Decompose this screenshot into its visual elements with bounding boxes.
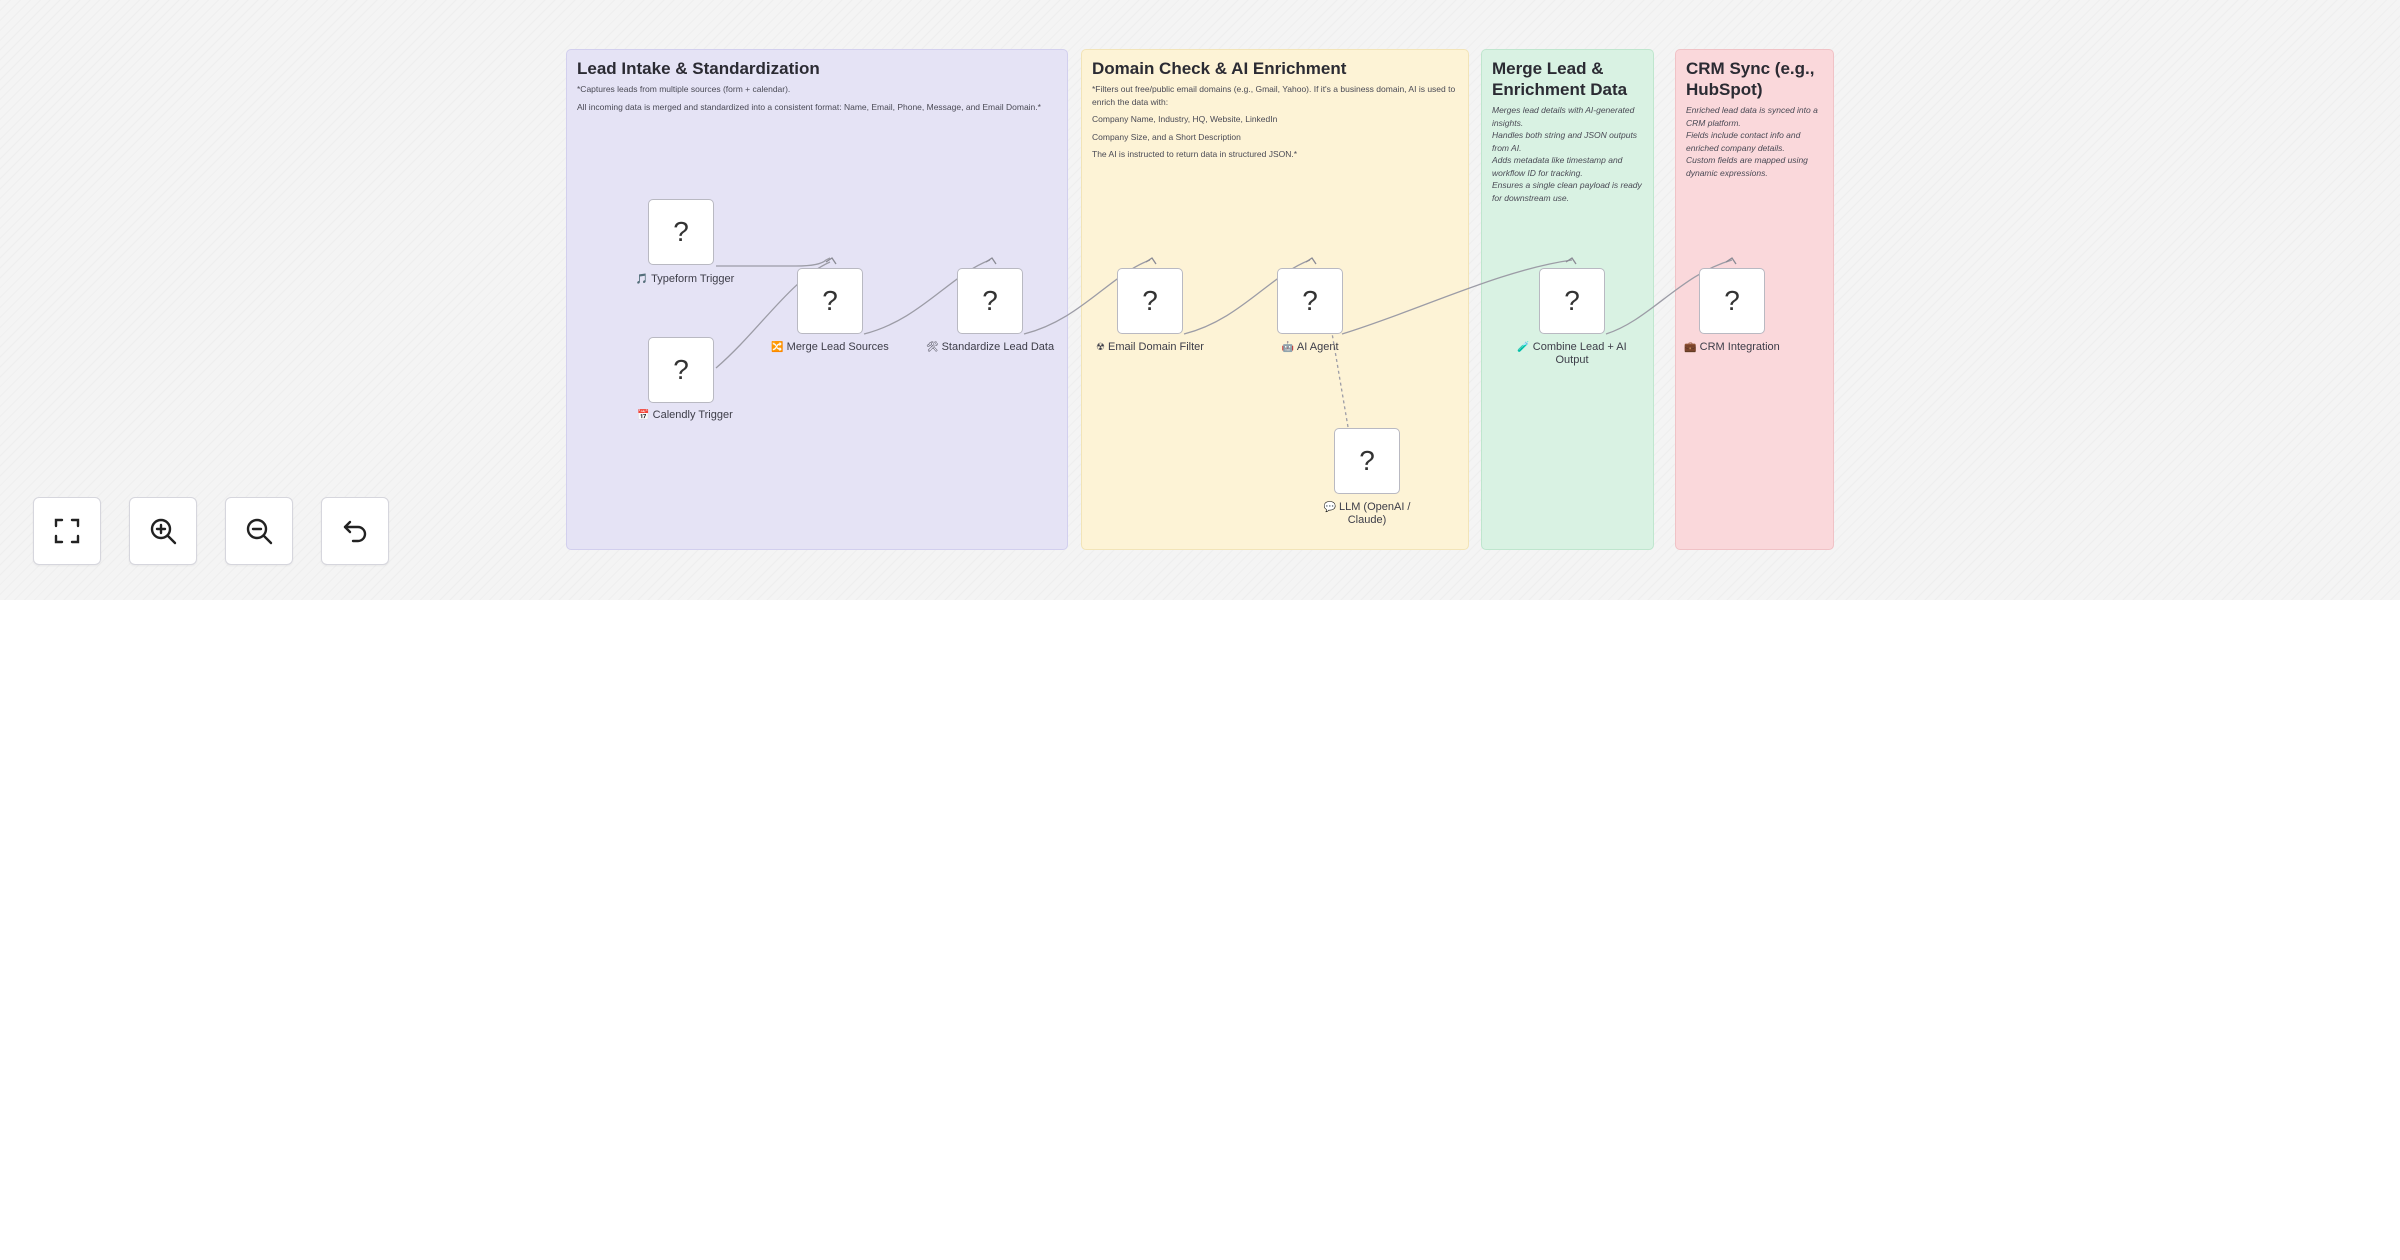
- zoom-in-button[interactable]: [129, 497, 197, 565]
- fit-view-button[interactable]: [33, 497, 101, 565]
- reset-zoom-button[interactable]: [321, 497, 389, 565]
- tools-icon: 🛠: [925, 342, 939, 353]
- sticky-note-line: *Filters out free/public email domains (…: [1092, 84, 1456, 107]
- node-label-email-filter: ☢Email Domain Filter: [1080, 341, 1220, 354]
- zoom-in-icon: [150, 518, 177, 545]
- fullscreen-icon: [54, 518, 80, 544]
- robot-icon: 🤖: [1281, 342, 1294, 353]
- sticky-note-line: *Captures leads from multiple sources (f…: [577, 84, 791, 94]
- node-combine-lead-ai-output[interactable]: ?: [1539, 268, 1605, 334]
- filter-icon: ☢: [1096, 342, 1105, 353]
- sticky-note-line: The AI is instructed to return data in s…: [1092, 149, 1298, 159]
- node-ai-agent[interactable]: ?: [1277, 268, 1343, 334]
- sticky-note-line: Enriched lead data is synced into a CRM …: [1686, 105, 1818, 128]
- test-tube-icon: 🧪: [1517, 342, 1530, 353]
- sticky-note-line: All incoming data is merged and standard…: [577, 101, 1041, 112]
- node-calendly-trigger[interactable]: ?: [648, 337, 714, 403]
- sticky-note-line: Custom fields are mapped using dynamic e…: [1686, 155, 1808, 178]
- sticky-note-line: Adds metadata like timestamp and workflo…: [1492, 155, 1623, 178]
- node-label-llm: 💬LLM (OpenAI / Claude): [1312, 501, 1422, 527]
- sticky-note-body: Enriched lead data is synced into a CRM …: [1686, 104, 1823, 179]
- node-llm[interactable]: ?: [1334, 428, 1400, 494]
- node-label-text: Calendly Trigger: [652, 409, 733, 421]
- node-label-text: Combine Lead + AI Output: [1532, 341, 1627, 366]
- node-label-ai-agent: 🤖AI Agent: [1265, 341, 1355, 354]
- node-label-text: Standardize Lead Data: [941, 341, 1055, 353]
- sticky-note-line: Handles both string and JSON outputs fro…: [1492, 130, 1638, 153]
- sticky-note-line: Company Name, Industry, HQ, Website, Lin…: [1092, 114, 1278, 124]
- chat-bubble-icon: 💬: [1323, 502, 1336, 513]
- node-label-calendly: 📅Calendly Trigger: [620, 409, 750, 422]
- merge-icon: 🔀: [771, 342, 784, 353]
- music-note-icon: 🎵: [635, 274, 649, 285]
- node-label-typeform: 🎵Typeform Trigger: [620, 273, 750, 286]
- sticky-note-body: *Captures leads from multiple sources (f…: [577, 83, 1057, 113]
- node-crm-integration[interactable]: ?: [1699, 268, 1765, 334]
- node-typeform-trigger[interactable]: ?: [648, 199, 714, 265]
- sticky-note-line: Company Size, and a Short Description: [1092, 131, 1241, 142]
- zoom-out-icon: [246, 518, 273, 545]
- node-label-combine: 🧪Combine Lead + AI Output: [1507, 341, 1637, 367]
- node-merge-lead-sources[interactable]: ?: [797, 268, 863, 334]
- sticky-note-body: *Filters out free/public email domains (…: [1092, 83, 1458, 161]
- node-label-crm: 💼CRM Integration: [1672, 341, 1792, 354]
- sticky-note-line: Fields include contact info and enriched…: [1686, 130, 1801, 153]
- briefcase-icon: 💼: [1684, 342, 1697, 353]
- sticky-note-title: Domain Check & AI Enrichment: [1092, 59, 1347, 78]
- calendar-icon: 📅: [637, 410, 650, 421]
- node-label-text: AI Agent: [1296, 341, 1339, 353]
- node-label-text: Email Domain Filter: [1108, 341, 1204, 353]
- sticky-note-title: CRM Sync (e.g., HubSpot): [1686, 59, 1815, 99]
- node-label-text: Merge Lead Sources: [786, 341, 889, 353]
- undo-icon: [343, 520, 367, 543]
- node-email-domain-filter[interactable]: ?: [1117, 268, 1183, 334]
- node-label-text: LLM (OpenAI / Claude): [1338, 501, 1411, 526]
- workflow-canvas[interactable]: Lead Intake & Standardization *Captures …: [0, 0, 2400, 600]
- sticky-note-title: Merge Lead & Enrichment Data: [1492, 59, 1628, 99]
- node-label-text: Typeform Trigger: [651, 273, 735, 285]
- node-label-standardize: 🛠Standardize Lead Data: [925, 341, 1055, 354]
- sticky-note-title: Lead Intake & Standardization: [577, 59, 820, 78]
- sticky-note-line: Merges lead details with AI-generated in…: [1492, 105, 1635, 128]
- zoom-out-button[interactable]: [225, 497, 293, 565]
- sticky-note-body: Merges lead details with AI-generated in…: [1492, 104, 1643, 204]
- node-standardize-lead-data[interactable]: ?: [957, 268, 1023, 334]
- node-label-merge-sources: 🔀Merge Lead Sources: [755, 341, 905, 354]
- sticky-note-line: Ensures a single clean payload is ready …: [1492, 180, 1642, 203]
- node-label-text: CRM Integration: [1699, 341, 1780, 353]
